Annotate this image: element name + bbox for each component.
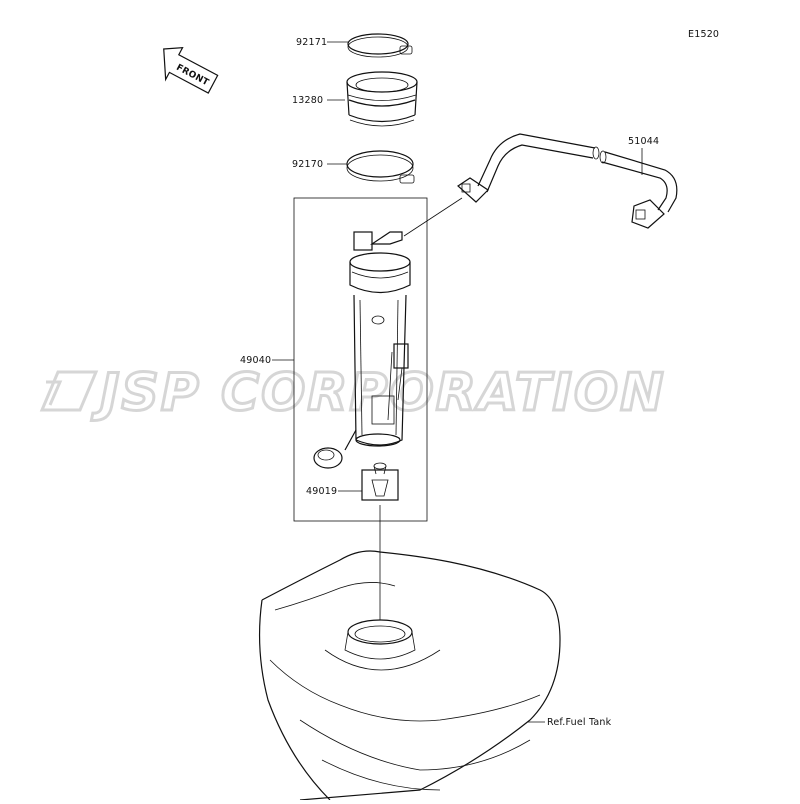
fuel-pump-49040[interactable] [313, 231, 411, 475]
clamp-92171[interactable] [347, 33, 413, 58]
fuel-tank-ref[interactable] [258, 550, 561, 801]
watermark-text: JSP CORPORATION [91, 363, 666, 423]
front-arrow-icon: FRONT [163, 46, 219, 94]
fuel-hose-51044[interactable] [457, 133, 678, 229]
filter-49019[interactable] [361, 469, 399, 501]
label-92170[interactable]: 92170 [292, 159, 323, 170]
assy-box-49040 [293, 197, 428, 522]
clamp-92170[interactable] [346, 150, 415, 184]
label-49019[interactable]: 49019 [306, 486, 337, 497]
watermark-logo-icon [39, 370, 99, 412]
watermark: JSP CORPORATION [39, 362, 666, 425]
damper-13280[interactable] [346, 71, 418, 127]
label-51044[interactable]: 51044 [628, 136, 659, 147]
label-49040[interactable]: 49040 [240, 355, 271, 366]
connection-line [403, 197, 463, 237]
label-92171[interactable]: 92171 [296, 37, 327, 48]
diagram-code: E1520 [688, 29, 719, 40]
label-13280[interactable]: 13280 [292, 95, 323, 106]
label-fuel-tank[interactable]: Ref.Fuel Tank [547, 717, 612, 728]
